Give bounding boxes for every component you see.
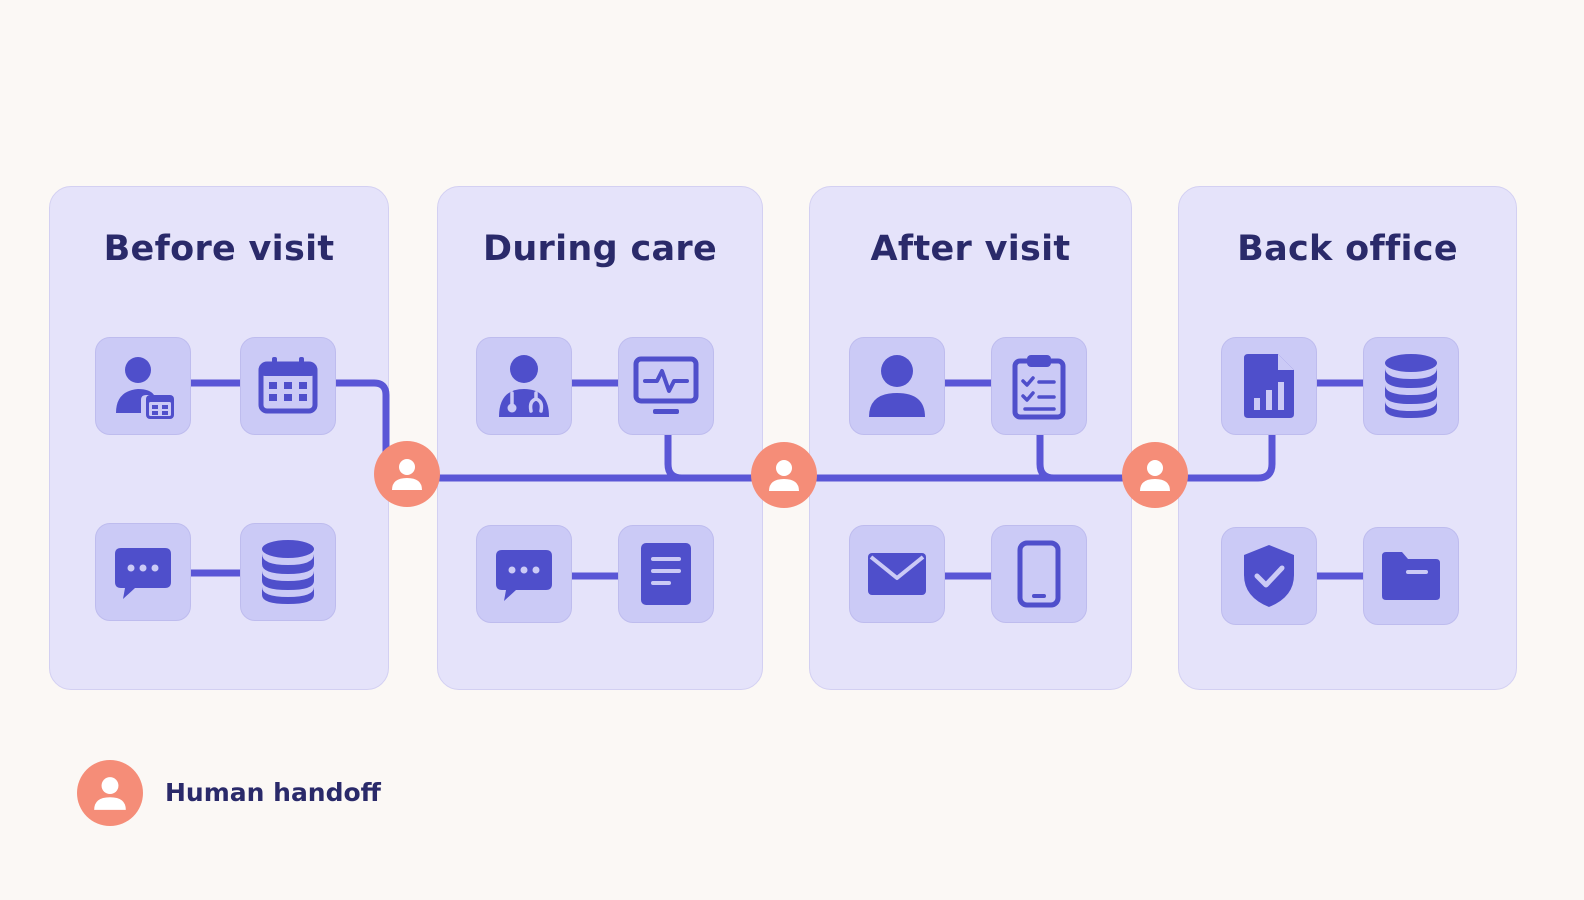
report-file-icon xyxy=(1244,354,1294,418)
tile-chat[interactable] xyxy=(476,525,572,623)
stage-title: Back office xyxy=(1237,229,1458,269)
person-icon xyxy=(869,355,925,417)
database-icon xyxy=(262,540,314,604)
legend-handoff-marker xyxy=(77,760,143,826)
tile-chat[interactable] xyxy=(95,523,191,621)
stage-title: After visit xyxy=(870,229,1071,269)
tile-folder[interactable] xyxy=(1363,527,1459,625)
tile-doctor[interactable] xyxy=(476,337,572,435)
tile-monitor[interactable] xyxy=(618,337,714,435)
handoff-marker[interactable] xyxy=(1122,442,1188,508)
person-icon xyxy=(1140,460,1170,491)
stage-title: Before visit xyxy=(103,229,335,269)
folder-icon xyxy=(1382,552,1440,600)
doctor-icon xyxy=(499,355,549,417)
patient-calendar-icon xyxy=(116,357,174,419)
envelope-icon xyxy=(868,553,926,595)
mobile-phone-icon xyxy=(1017,540,1061,608)
handoff-marker[interactable] xyxy=(374,441,440,507)
legend-label: Human handoff xyxy=(165,778,381,807)
database-icon xyxy=(1385,354,1437,418)
tile-envelope[interactable] xyxy=(849,525,945,623)
person-icon xyxy=(769,460,799,491)
person-icon xyxy=(94,777,126,810)
clipboard-checklist-icon xyxy=(1012,355,1066,420)
person-icon xyxy=(392,459,422,490)
tile-document[interactable] xyxy=(618,525,714,623)
tile-database[interactable] xyxy=(240,523,336,621)
stage-title: During care xyxy=(482,229,718,269)
chat-bubble-icon xyxy=(496,550,552,601)
document-icon xyxy=(641,543,691,605)
tile-patient-calendar[interactable] xyxy=(95,337,191,435)
monitor-pulse-icon xyxy=(633,356,699,414)
tile-shield[interactable] xyxy=(1221,527,1317,625)
chat-bubble-icon xyxy=(115,548,171,599)
tile-report[interactable] xyxy=(1221,337,1317,435)
handoff-marker[interactable] xyxy=(751,442,817,508)
tile-clipboard[interactable] xyxy=(991,337,1087,435)
tile-database[interactable] xyxy=(1363,337,1459,435)
calendar-icon xyxy=(258,357,318,414)
tile-calendar[interactable] xyxy=(240,337,336,435)
tile-person[interactable] xyxy=(849,337,945,435)
shield-check-icon xyxy=(1244,545,1294,607)
tile-phone[interactable] xyxy=(991,525,1087,623)
